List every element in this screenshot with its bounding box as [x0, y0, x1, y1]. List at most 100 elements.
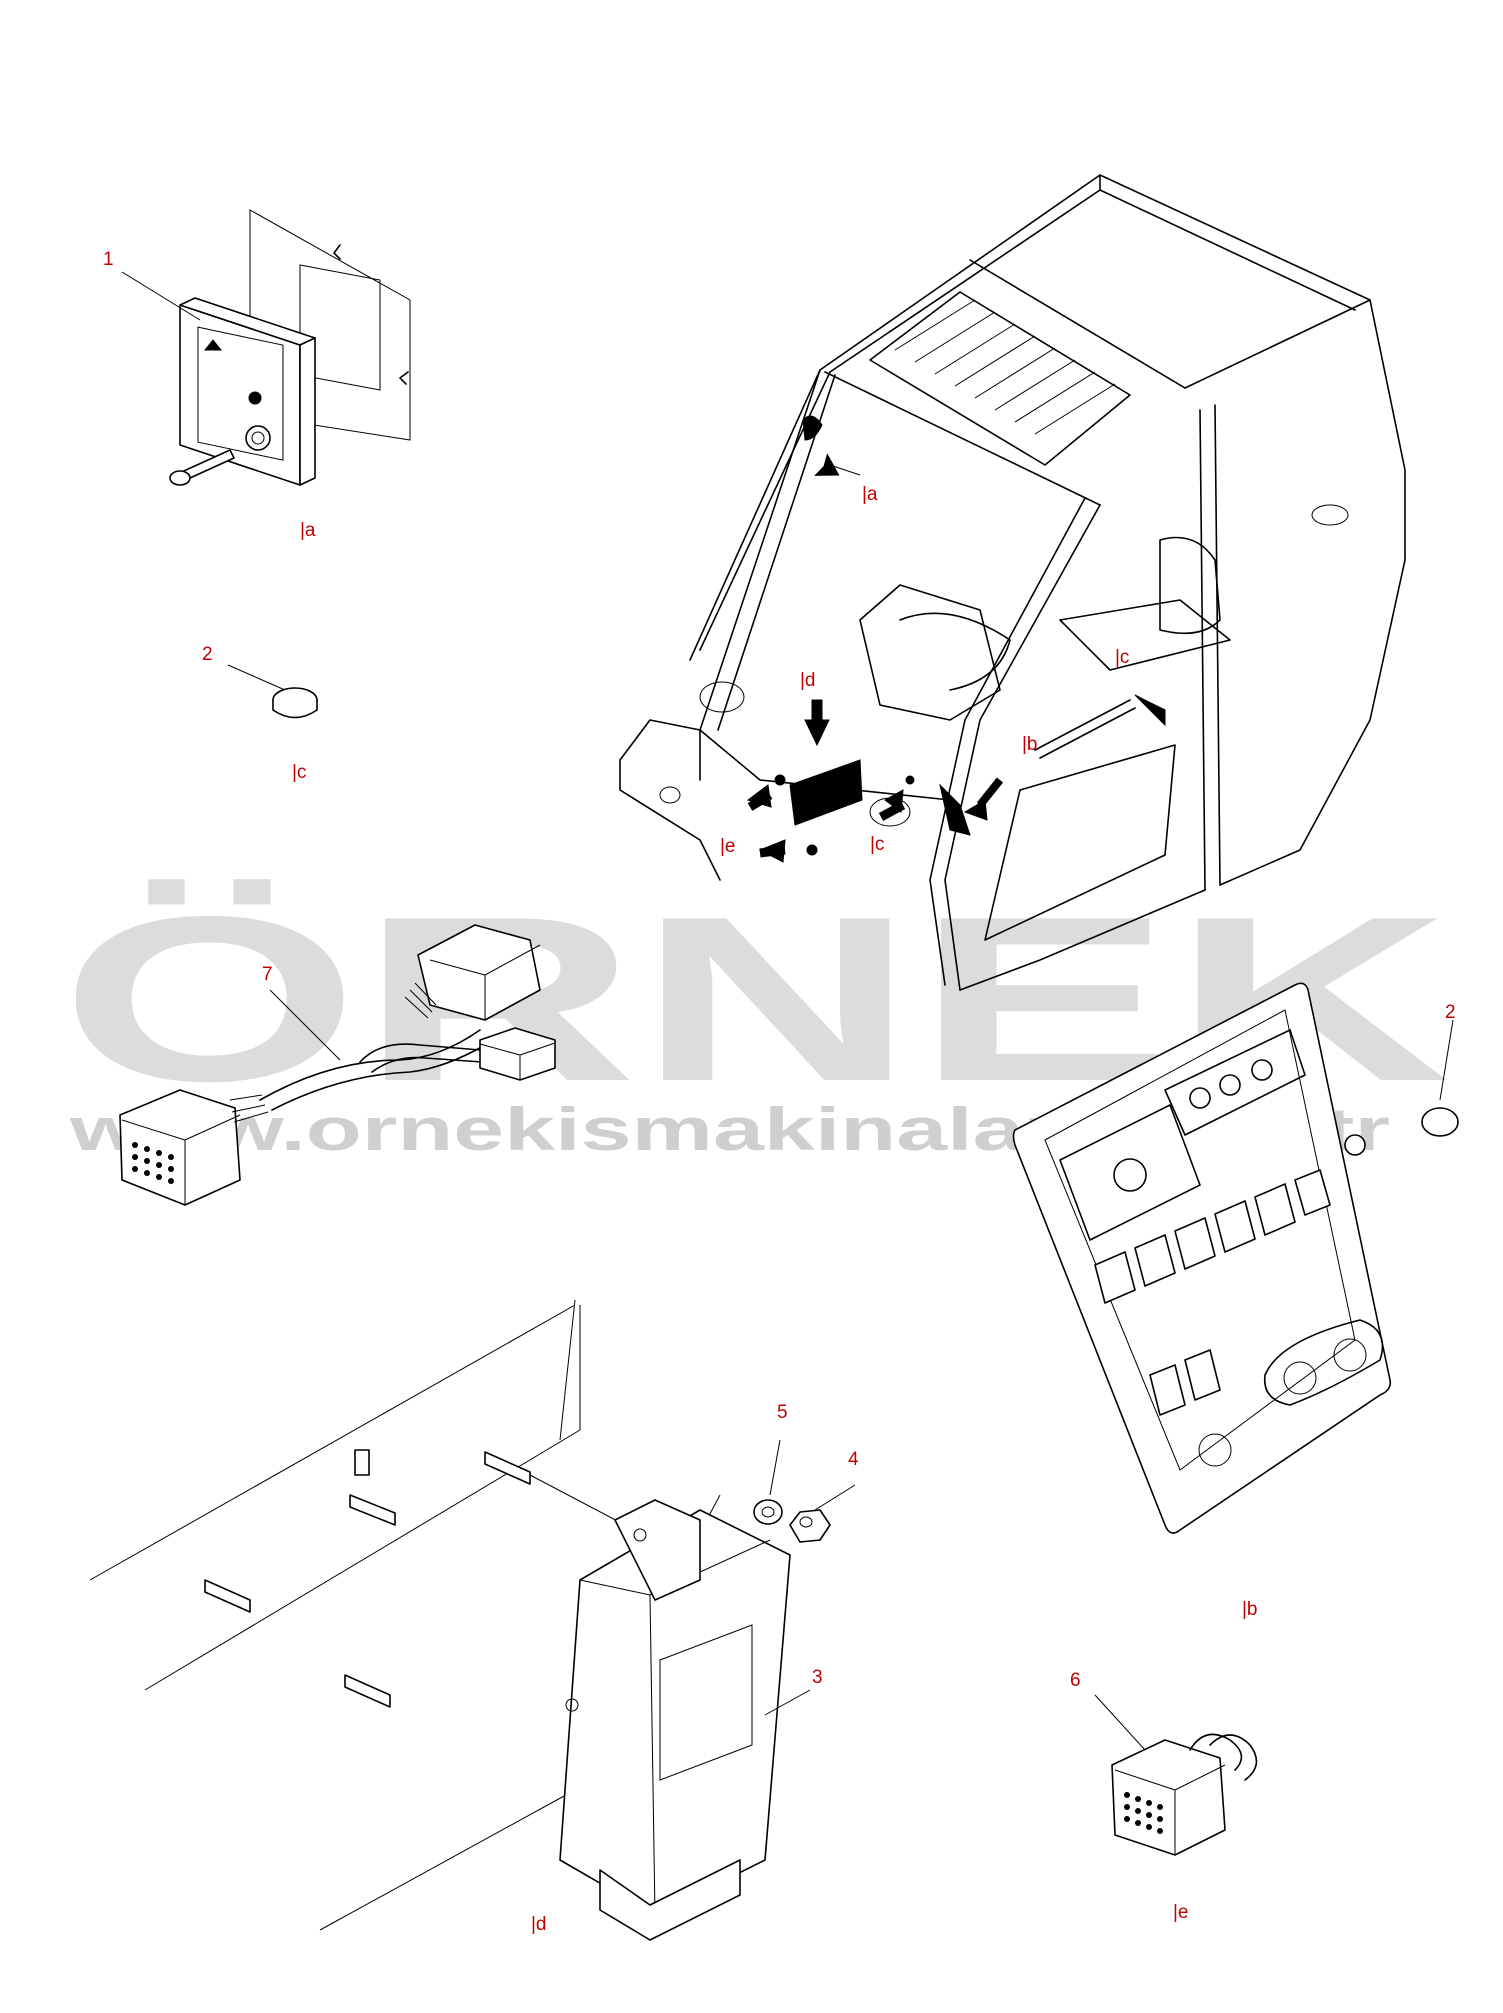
arrow-shaft: [878, 801, 906, 821]
cab-assembly-view: [619, 174, 1406, 991]
connector-bottom-edges: [121, 1114, 241, 1205]
control-unit-block: [789, 759, 863, 826]
arrow-icon: [814, 453, 840, 476]
control-unit-body: [559, 1509, 791, 1916]
roof-grille: [869, 291, 1131, 466]
callout-numbers: 1 2 2 3 4 5 6 7: [103, 249, 1456, 1691]
switch-indicator-icon: [248, 391, 262, 405]
view-label-b: |b: [1022, 734, 1038, 755]
mounting-hole-icon: [633, 1528, 647, 1542]
grille-panel: [869, 291, 1131, 466]
detail-a-switch-assembly: [121, 209, 411, 486]
washer-icon: [753, 1499, 783, 1525]
callout-1: 1: [103, 249, 114, 270]
plug-cap-icon: [1421, 1107, 1459, 1137]
stud-icon: [354, 1449, 370, 1476]
callout-4: 4: [848, 1449, 859, 1470]
connector-small-edges: [479, 1042, 556, 1080]
stud-icon: [344, 1674, 391, 1708]
stud-icon: [484, 1451, 531, 1485]
connector-housing-edges: [1114, 1764, 1226, 1855]
cab-frame-inner: [699, 189, 1356, 651]
leader-line-2: [227, 664, 286, 691]
view-label-b: |b: [1242, 1599, 1258, 1620]
connector-housing: [1111, 1739, 1226, 1856]
side-rail: [1034, 699, 1136, 759]
location-dot: [905, 775, 915, 785]
roof-front-edge: [824, 371, 1101, 506]
connector-wires: [404, 982, 437, 1019]
callout-2: 2: [1445, 1002, 1456, 1023]
stud-icon: [349, 1494, 396, 1526]
view-label-a: |a: [862, 484, 878, 505]
roof-mid-edge: [969, 259, 1186, 389]
mounting-studs: [204, 1449, 531, 1708]
front-right-pillar: [944, 504, 1101, 991]
view-label-c: |c: [292, 762, 306, 783]
screw-head-icon: [169, 470, 191, 486]
connector-pins: [132, 1142, 174, 1184]
location-dot: [774, 774, 786, 786]
rocker-switch: [1294, 1169, 1331, 1216]
mounting-plate-corner: [559, 1299, 576, 1441]
stud-alignment-line: [529, 1474, 626, 1526]
mounting-plate-edge: [89, 1304, 576, 1581]
nut-hole: [799, 1516, 813, 1528]
switch-label-area: [197, 326, 284, 461]
connector-pins: [1124, 1792, 1163, 1834]
arrow-shaft: [811, 699, 823, 725]
washer-hole: [761, 1506, 775, 1518]
arrow-icon: [1134, 694, 1166, 727]
connector-bottom-wires: [229, 1094, 269, 1123]
arrow-shaft: [747, 791, 773, 811]
view-label-e: |e: [720, 836, 736, 857]
door-bottom: [959, 889, 1206, 991]
mounting-tab: [614, 1499, 701, 1601]
roof-rear-edge: [1184, 299, 1371, 389]
rocker-switch: [1134, 1234, 1176, 1287]
break-mark: [333, 244, 409, 385]
rear-pillar: [1199, 409, 1206, 891]
rocker-switch: [1094, 1251, 1136, 1304]
mounting-hole-icon: [565, 1698, 579, 1712]
warning-lamp-cluster: [1164, 1029, 1306, 1136]
connector-bottom: [119, 1089, 241, 1206]
arrow-shaft: [759, 845, 786, 858]
switch-knob-inner: [251, 431, 265, 445]
connector-wire-loops: [1189, 1733, 1258, 1781]
connector-top: [417, 924, 541, 1021]
wiring-harness-item-7: [119, 924, 556, 1206]
view-label-d: |d: [531, 1914, 547, 1935]
detail-d-control-unit: [89, 1299, 856, 1941]
callout-3: 3: [812, 1667, 823, 1688]
plug-item-2: [227, 664, 318, 719]
callout-5: 5: [777, 1402, 788, 1423]
leader-line-7: [269, 989, 341, 1061]
rocker-switch: [1214, 1200, 1256, 1253]
switch-location-marker: [802, 415, 823, 441]
detail-b-dashboard-panel: [1012, 982, 1459, 1534]
gauge-recess: [1263, 1319, 1384, 1406]
leader-line-3: [764, 1689, 811, 1716]
mounting-plate-lower: [319, 1789, 576, 1931]
view-reference-labels: |a |a |b |b |c |c |c |d |d |e |e: [292, 484, 1258, 1935]
plug-hole-icon: [1344, 1134, 1366, 1156]
callout-6: 6: [1070, 1670, 1081, 1691]
rocker-switch: [1174, 1217, 1216, 1270]
view-label-a: |a: [300, 520, 316, 541]
seat-back: [1159, 536, 1221, 635]
rocker-switch: [1149, 1364, 1186, 1416]
callout-7: 7: [262, 964, 273, 985]
leader-line-5: [769, 1439, 781, 1496]
warning-triangle-icon: [203, 339, 223, 351]
view-label-c: |c: [870, 834, 884, 855]
warning-lamp-icon: [1219, 1074, 1241, 1096]
harness-branch-edge: [371, 1056, 483, 1073]
gauge-cluster: [1059, 1104, 1201, 1241]
callout-2: 2: [202, 644, 213, 665]
detail-e-connector: [1094, 1694, 1258, 1856]
view-label-c: |c: [1115, 647, 1129, 668]
gauge-dial-icon: [1113, 1158, 1147, 1192]
switch-side-face: [299, 337, 316, 486]
